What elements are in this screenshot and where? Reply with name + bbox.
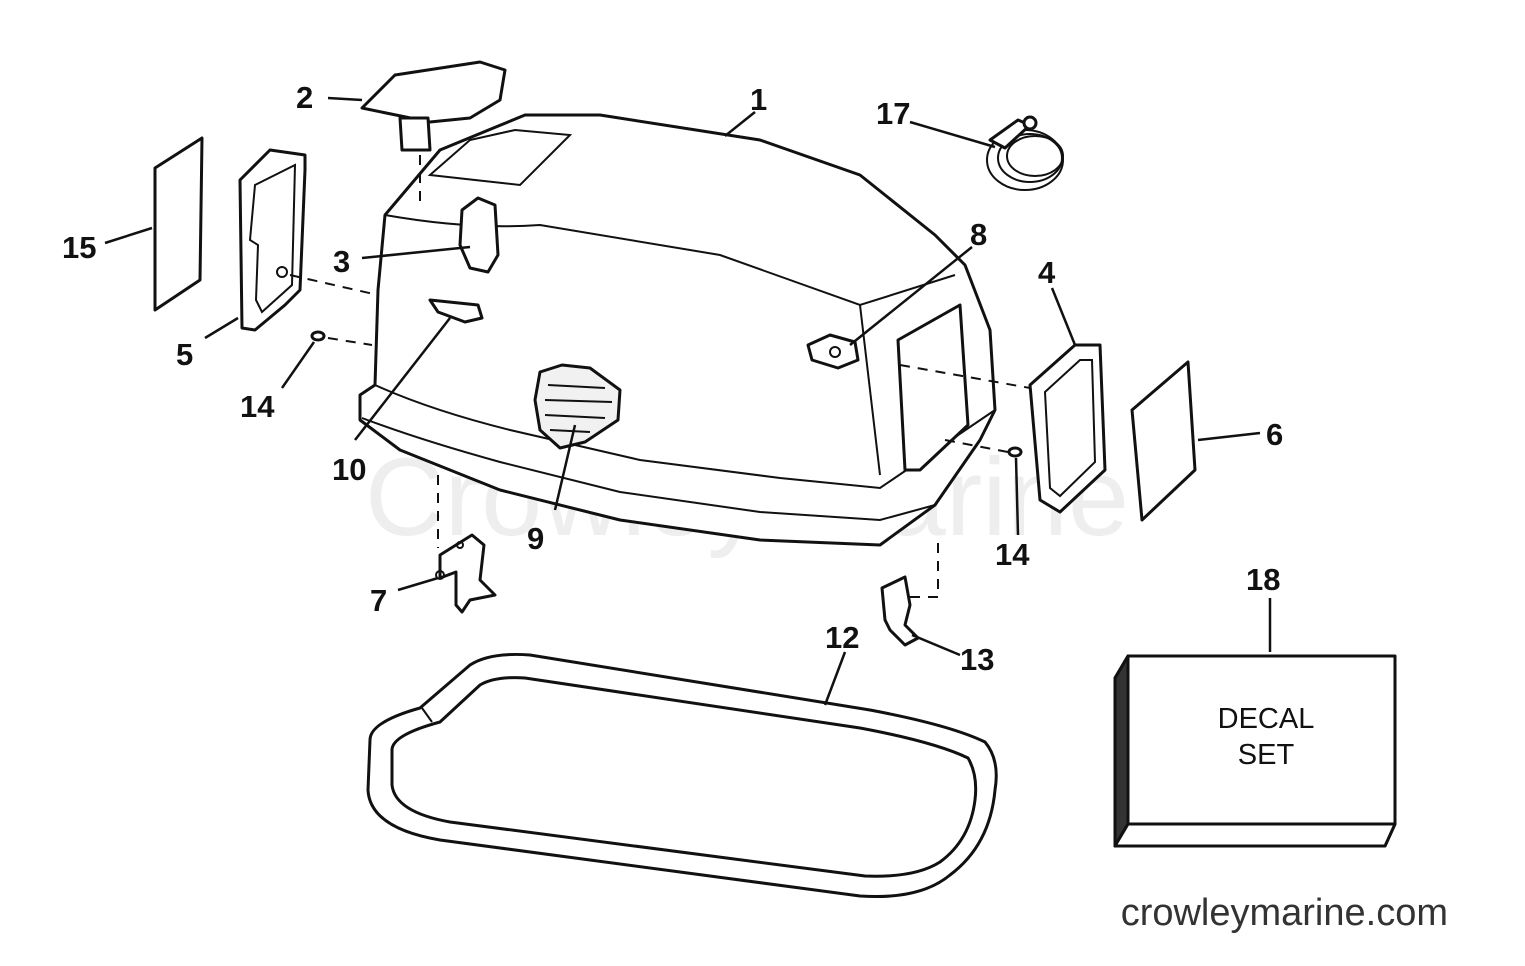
part-15-gasket <box>153 136 204 312</box>
callout-9: 9 <box>527 521 544 556</box>
callout-numbers: 2 1 17 15 3 8 4 5 14 6 10 9 14 7 18 12 1… <box>62 80 1283 677</box>
callout-10: 10 <box>332 452 366 487</box>
callout-18: 18 <box>1246 562 1280 597</box>
part-2-top-cap <box>360 60 507 205</box>
callout-15: 15 <box>62 230 96 265</box>
leader-lines <box>104 96 1272 706</box>
callout-2: 2 <box>296 80 313 115</box>
callout-4: 4 <box>1038 255 1056 290</box>
decal-label-line2: SET <box>1238 739 1295 771</box>
callout-1: 1 <box>750 82 767 117</box>
part-12-seal <box>366 653 998 899</box>
callout-14-right: 14 <box>995 537 1030 572</box>
part-7-bracket <box>435 475 497 614</box>
callout-3: 3 <box>333 244 350 279</box>
callout-17: 17 <box>876 96 910 131</box>
part-14-screw-right <box>944 439 1023 458</box>
callout-7: 7 <box>370 583 387 618</box>
callout-14-left: 14 <box>240 389 275 424</box>
callout-5: 5 <box>176 337 193 372</box>
callout-12: 12 <box>825 620 859 655</box>
callout-8: 8 <box>970 217 987 252</box>
callout-6: 6 <box>1266 417 1283 452</box>
part-5-side-panel <box>238 148 379 332</box>
callout-13: 13 <box>960 642 994 677</box>
decal-label-line1: DECAL <box>1218 703 1315 735</box>
part-18-decal-set: DECAL SET <box>1113 654 1397 848</box>
part-17-cable <box>986 115 1064 191</box>
part-1-engine-cover <box>358 113 997 547</box>
footer-url: crowleymarine.com <box>1121 892 1448 934</box>
part-14-screw-left <box>310 330 373 346</box>
part-6-lens <box>1130 360 1197 522</box>
